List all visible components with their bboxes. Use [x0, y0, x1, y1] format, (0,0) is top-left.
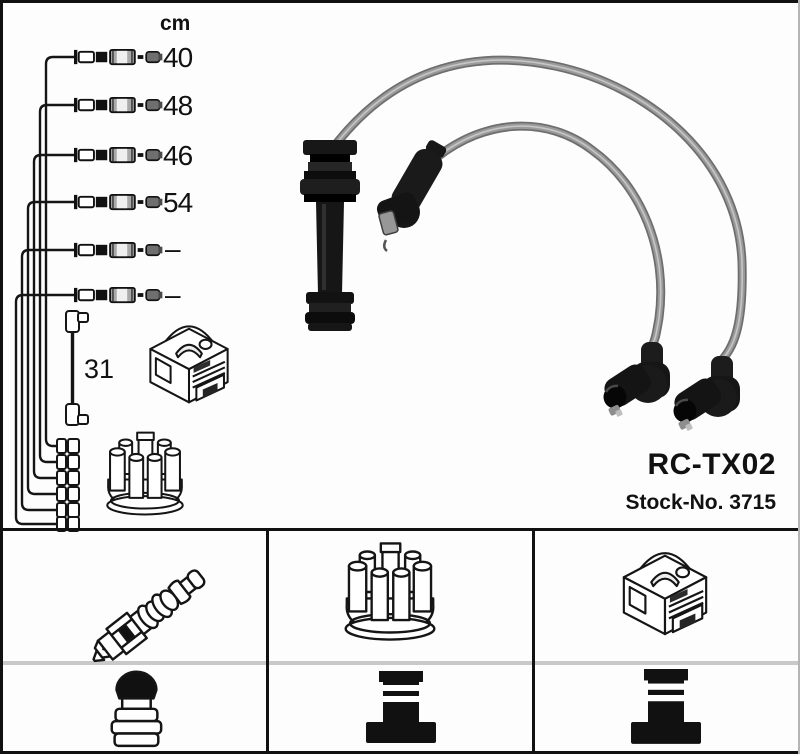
cable-length-diagram — [14, 48, 229, 532]
plug-lead-2 — [73, 96, 164, 114]
angled-boot-middle — [376, 140, 447, 252]
plug-lead-4 — [73, 193, 164, 211]
cable-length-2: 48 — [163, 90, 193, 121]
plug-terminal-nut-icon — [110, 670, 163, 748]
straight-boot — [300, 140, 360, 331]
coil-lead-length: 31 — [84, 354, 115, 384]
plug-lead-3 — [73, 146, 164, 164]
cable-length-5: – — [165, 233, 181, 264]
plug-lead-5 — [73, 241, 164, 259]
ignition-coil-icon — [622, 552, 708, 636]
product-photo — [300, 55, 747, 433]
angled-boot-inner — [598, 340, 672, 419]
unit-header: cm — [160, 12, 191, 35]
ignition-coil-drawing — [149, 325, 229, 404]
cable-length-6: – — [165, 279, 181, 310]
angled-boot-outer — [668, 354, 742, 433]
distributor-connector-icon — [366, 671, 436, 743]
part-number: RC-TX02 — [647, 448, 776, 481]
cable-length-1: 40 — [163, 42, 193, 73]
distributor-terminals — [56, 438, 80, 532]
cable-length-3: 46 — [163, 140, 193, 171]
plug-lead-1 — [73, 48, 164, 66]
plug-lead-6 — [73, 286, 164, 304]
cable-length-4: 54 — [163, 187, 193, 218]
legend-grid-lines — [0, 528, 800, 754]
coil-lead — [65, 310, 89, 426]
coil-connector-icon — [631, 669, 701, 744]
legend-icons — [92, 542, 708, 748]
distributor-cap-icon — [344, 542, 436, 641]
distributor-cap-drawing — [106, 431, 184, 516]
spark-plug-icon — [92, 569, 206, 663]
stock-number: Stock-No. 3715 — [625, 491, 776, 514]
